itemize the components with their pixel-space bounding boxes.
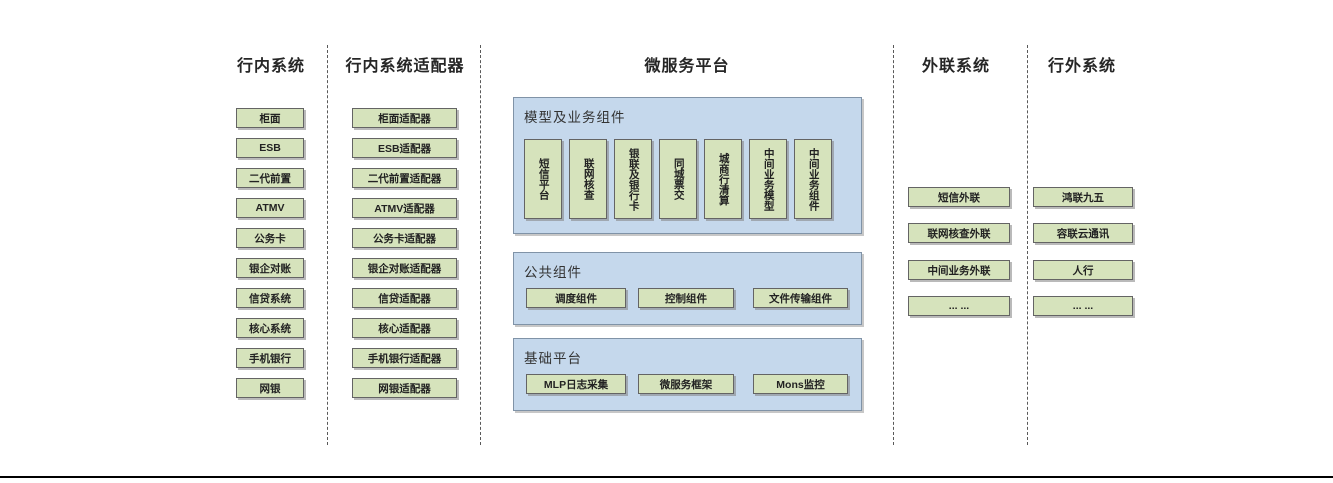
column-title-microservice-platform: 微服务平台	[644, 58, 730, 75]
adapter-box: 手机银行适配器	[352, 348, 457, 368]
column-divider	[480, 45, 481, 445]
outlink-system-box: 短信外联	[908, 187, 1010, 207]
common-component-box: 文件传输组件	[753, 288, 848, 308]
model-component-box: 银联及银行卡	[614, 139, 652, 219]
column-divider	[1027, 45, 1028, 445]
adapter-box: 信贷适配器	[352, 288, 457, 308]
model-component-box: 城商行清算	[704, 139, 742, 219]
base-platform-box: Mons监控	[753, 374, 848, 394]
internal-system-box: 公务卡	[236, 228, 304, 248]
internal-system-box: 二代前置	[236, 168, 304, 188]
model-component-box: 同城票交	[659, 139, 697, 219]
internal-system-box: 网银	[236, 378, 304, 398]
common-component-box: 控制组件	[638, 288, 734, 308]
column-title-outlink-systems: 外联系统	[921, 58, 990, 75]
internal-system-box: 手机银行	[236, 348, 304, 368]
outside-system-box: 容联云通讯	[1033, 223, 1133, 243]
outlink-system-box: 联网核查外联	[908, 223, 1010, 243]
panel-label: 公共组件	[524, 265, 582, 280]
base-platform-box: MLP日志采集	[526, 374, 626, 394]
column-divider	[327, 45, 328, 445]
panel-common-components: 公共组件 调度组件 控制组件 文件传输组件	[513, 252, 862, 325]
internal-system-box: ESB	[236, 138, 304, 158]
common-component-box: 调度组件	[526, 288, 626, 308]
outside-system-box: 人行	[1033, 260, 1133, 280]
column-title-outside-systems: 行外系统	[1047, 58, 1116, 75]
adapter-box: 银企对账适配器	[352, 258, 457, 278]
model-component-box: 联网核查	[569, 139, 607, 219]
column-title-internal-adapters: 行内系统适配器	[345, 58, 465, 75]
model-component-box: 中间业务组件	[794, 139, 832, 219]
adapter-box: 核心适配器	[352, 318, 457, 338]
outlink-system-box: ... ...	[908, 296, 1010, 316]
column-divider	[893, 45, 894, 445]
panel-label: 模型及业务组件	[524, 110, 626, 125]
panel-label: 基础平台	[524, 351, 582, 366]
adapter-box: 二代前置适配器	[352, 168, 457, 188]
internal-system-box: ATMV	[236, 198, 304, 218]
adapter-box: ATMV适配器	[352, 198, 457, 218]
adapter-box: 公务卡适配器	[352, 228, 457, 248]
outside-system-box: ... ...	[1033, 296, 1133, 316]
internal-system-box: 银企对账	[236, 258, 304, 278]
bottom-border-line	[0, 476, 1333, 478]
panel-model-business-components: 模型及业务组件 短信平台 联网核查 银联及银行卡 同城票交 城商行清算 中间业务…	[513, 97, 862, 234]
model-component-box: 中间业务模型	[749, 139, 787, 219]
outlink-system-box: 中间业务外联	[908, 260, 1010, 280]
base-platform-box: 微服务框架	[638, 374, 734, 394]
internal-system-box: 核心系统	[236, 318, 304, 338]
column-title-internal-systems: 行内系统	[236, 58, 305, 75]
adapter-box: 网银适配器	[352, 378, 457, 398]
internal-system-box: 信贷系统	[236, 288, 304, 308]
internal-system-box: 柜面	[236, 108, 304, 128]
adapter-box: ESB适配器	[352, 138, 457, 158]
panel-base-platform: 基础平台 MLP日志采集 微服务框架 Mons监控	[513, 338, 862, 411]
adapter-box: 柜面适配器	[352, 108, 457, 128]
model-component-box: 短信平台	[524, 139, 562, 219]
outside-system-box: 鸿联九五	[1033, 187, 1133, 207]
